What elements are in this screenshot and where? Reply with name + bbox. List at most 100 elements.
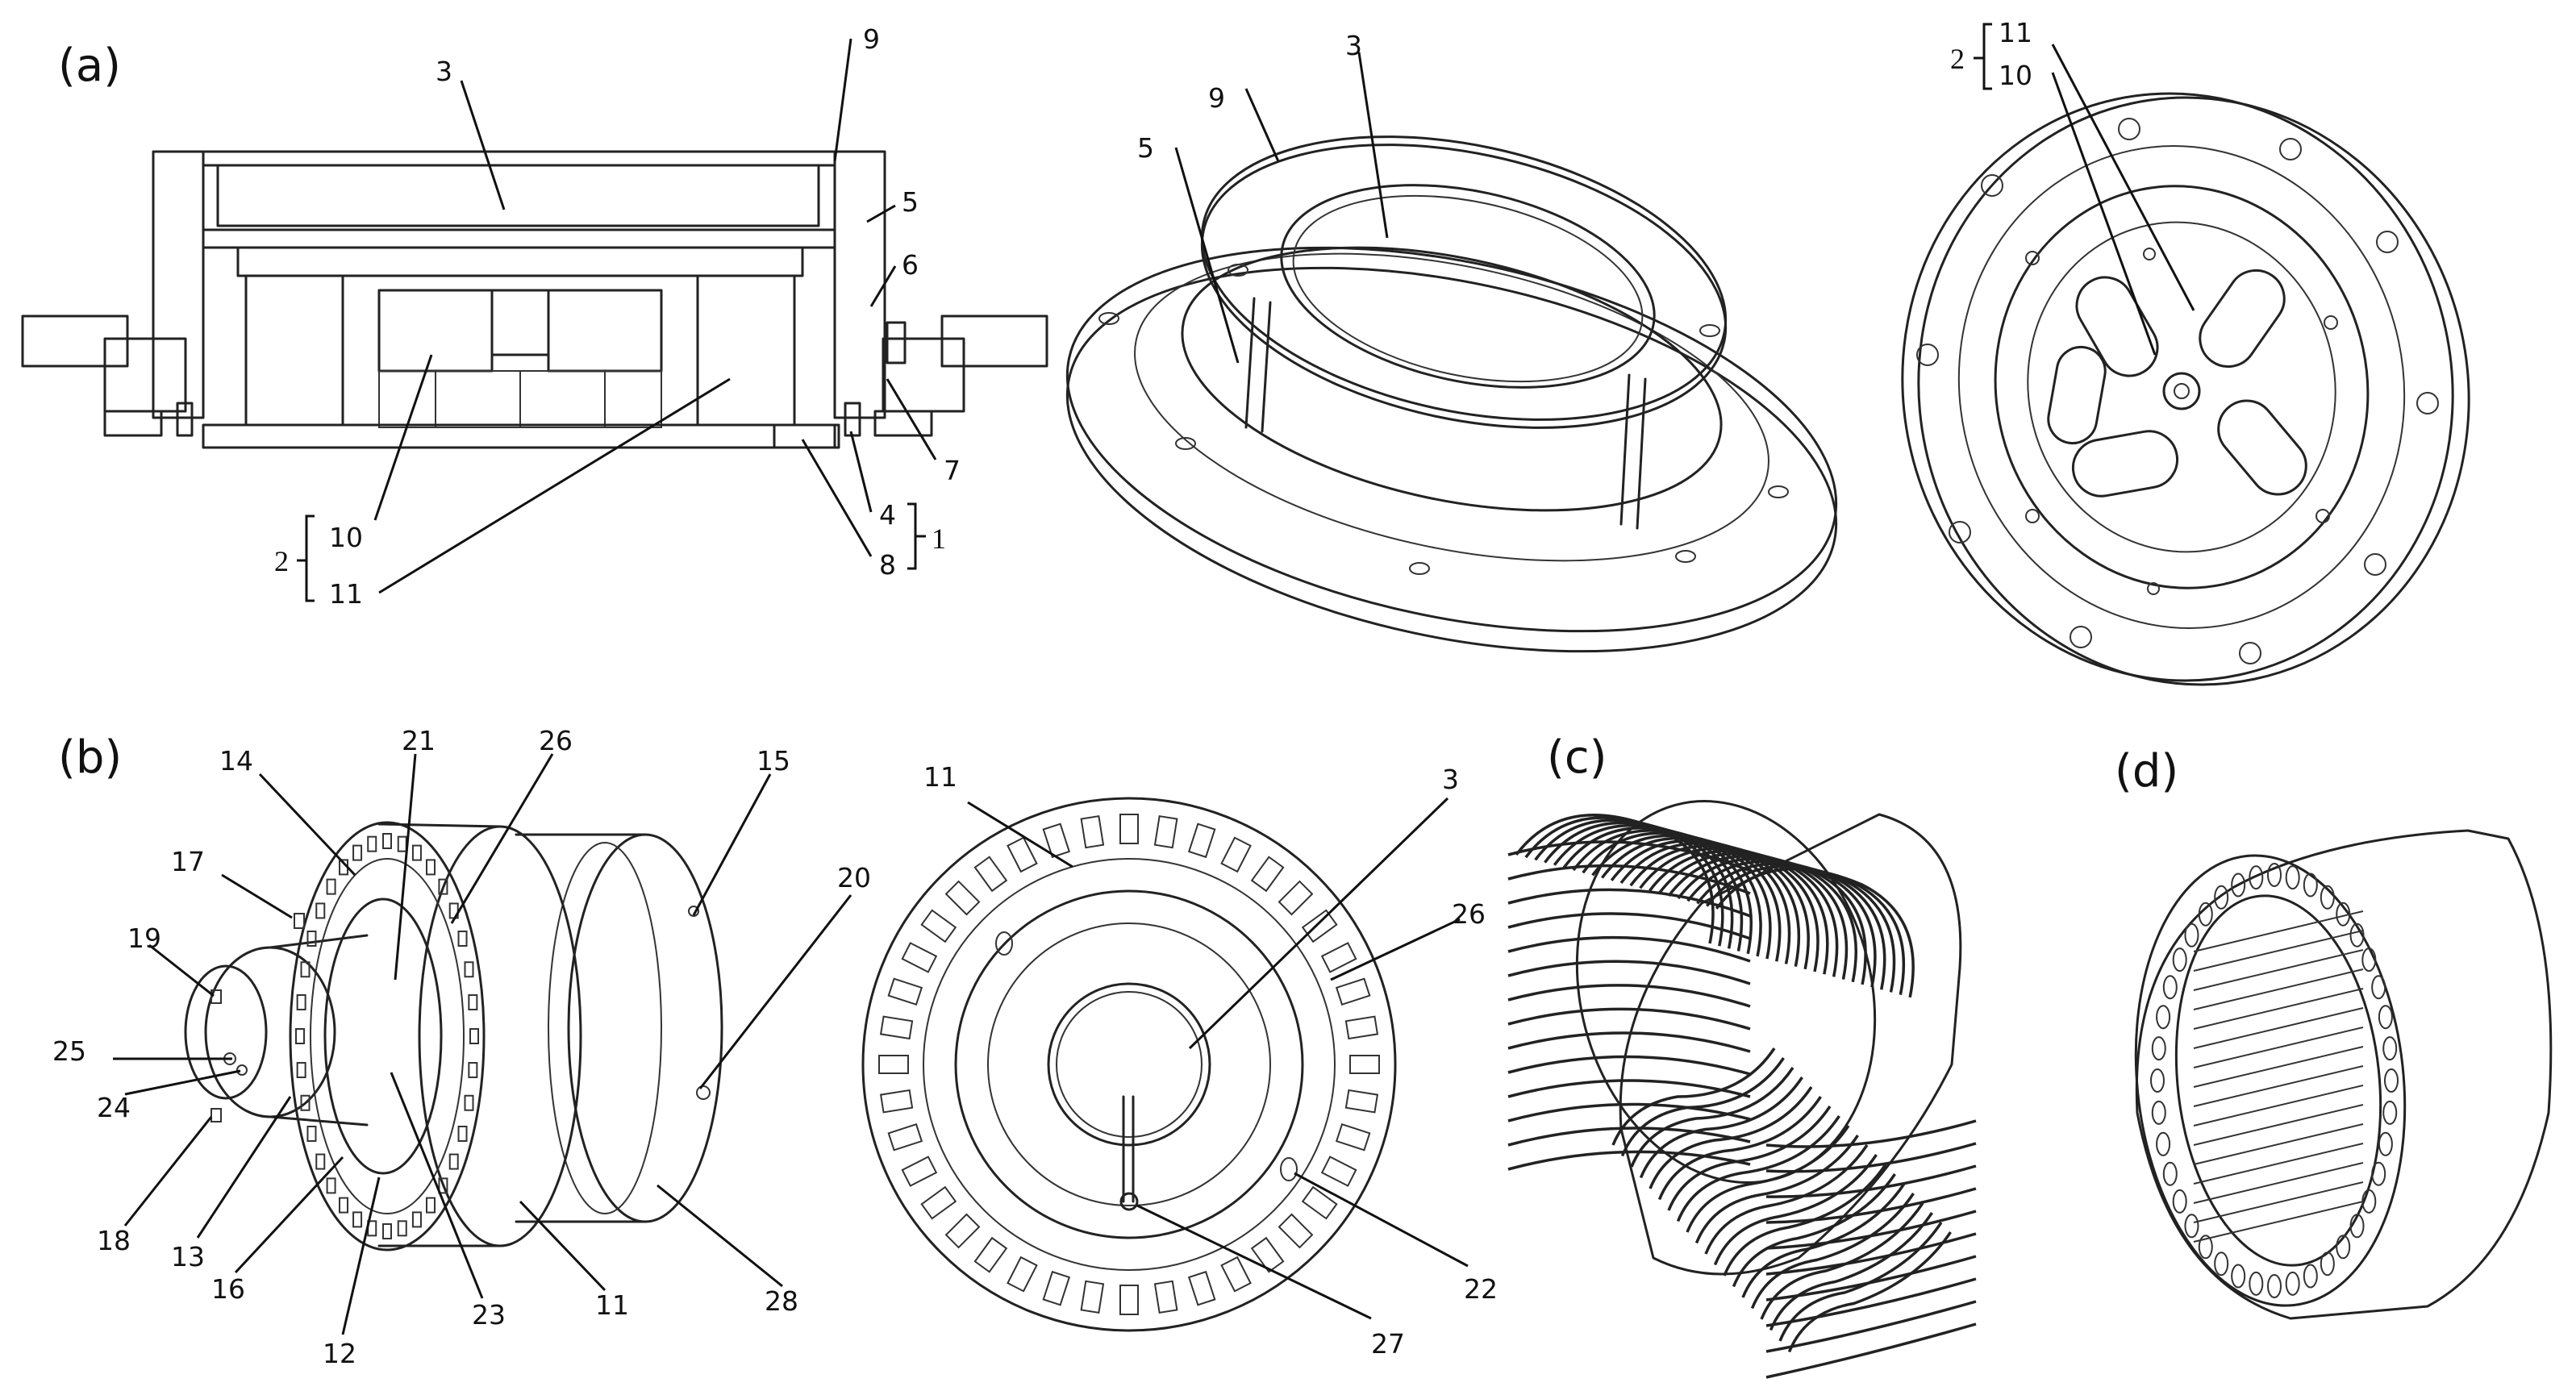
b-callout-17: 17 xyxy=(171,846,205,877)
coil-wire xyxy=(1676,1115,1840,1222)
coil-wire xyxy=(1507,912,1751,940)
coil-wire xyxy=(1507,1150,1751,1171)
slot-mark xyxy=(901,1156,938,1187)
slot-mark xyxy=(1250,856,1285,893)
slot-mark xyxy=(2184,1214,2199,1239)
slot-mark xyxy=(1349,1055,1380,1074)
hatch-line xyxy=(2193,910,2364,952)
panel-a-iso: 9 3 5 xyxy=(1065,30,1838,653)
slot-mark xyxy=(2267,863,2282,887)
hatch-line xyxy=(2193,1046,2364,1088)
slot-mark xyxy=(1220,1256,1252,1293)
slot-mark xyxy=(352,1211,363,1228)
slot-mark xyxy=(438,878,448,895)
coil-wire xyxy=(1507,1031,1751,1053)
coil-wire xyxy=(1686,1125,1850,1233)
callout-10: 10 xyxy=(329,522,363,553)
b-callout-16: 16 xyxy=(211,1273,245,1305)
coil-wire xyxy=(1787,1231,1952,1353)
slot-mark xyxy=(1320,942,1357,973)
hatch-line xyxy=(2193,1181,2364,1223)
slot-mark xyxy=(1344,1015,1379,1040)
slot-mark xyxy=(887,977,923,1006)
slot-mark xyxy=(2156,1131,2171,1156)
coil-wire xyxy=(1765,1142,1977,1173)
coil-wire xyxy=(1507,1079,1751,1098)
slot-mark xyxy=(2184,922,2199,947)
coil-wire xyxy=(1667,1106,1832,1211)
slot-mark xyxy=(295,1028,305,1044)
slot-mark xyxy=(315,902,326,919)
slot-mark xyxy=(973,856,1008,893)
slot-mark xyxy=(2285,1271,2300,1296)
hatch-line xyxy=(2193,1201,2364,1243)
slot-mark xyxy=(2231,1264,2246,1289)
coil-wire xyxy=(1507,888,1751,918)
slot-mark xyxy=(1153,814,1178,849)
coil-wire xyxy=(1507,864,1751,895)
slot-mark xyxy=(1042,823,1071,859)
slot-mark xyxy=(1153,1280,1178,1314)
callout-9: 9 xyxy=(863,23,880,55)
coil-wire xyxy=(1507,1007,1751,1031)
iso-callout-5: 5 xyxy=(1137,132,1154,164)
slot-mark xyxy=(1187,1270,1216,1306)
hatch-line xyxy=(2193,1065,2364,1107)
callout-2: 2 xyxy=(274,545,289,577)
slot-mark xyxy=(300,1094,311,1111)
coil-wire xyxy=(1765,1187,1977,1224)
iso-callout-3: 3 xyxy=(1345,30,1362,61)
slot-mark xyxy=(944,880,981,916)
slot-mark xyxy=(468,993,478,1010)
coil-wire xyxy=(1713,1154,1878,1266)
slot-mark xyxy=(1344,1089,1379,1114)
coil-wire xyxy=(1765,1164,1977,1198)
callout-4: 4 xyxy=(879,499,896,531)
slot-mark xyxy=(2371,1161,2386,1186)
coil-wire xyxy=(1507,1055,1751,1076)
slot-mark xyxy=(2303,872,2318,897)
slot-mark xyxy=(382,1223,392,1239)
panel-c-wound-stator: (c) xyxy=(1507,731,1977,1379)
slot-mark xyxy=(2249,865,2264,890)
slot-mark xyxy=(438,1177,448,1194)
b-callout-18: 18 xyxy=(97,1225,131,1256)
slot-mark xyxy=(1250,1236,1285,1273)
slot-mark xyxy=(397,835,407,852)
coil-wire xyxy=(1778,1222,1943,1342)
slot-mark xyxy=(296,993,306,1010)
coil-wire xyxy=(1630,1067,1794,1168)
slot-mark xyxy=(879,1015,914,1040)
callout-3: 3 xyxy=(436,56,452,87)
slot-mark xyxy=(469,1028,479,1044)
coil-wire xyxy=(1649,1086,1813,1189)
coil-wire xyxy=(1765,1277,1977,1327)
slot-mark xyxy=(457,1126,468,1142)
slot-mark xyxy=(1220,836,1252,873)
hatch-line xyxy=(2193,1143,2364,1185)
callout-11: 11 xyxy=(329,578,363,610)
slot-mark xyxy=(2361,947,2377,972)
coil-wire xyxy=(1611,1047,1776,1146)
slot-mark xyxy=(1301,909,1338,943)
coil-wire xyxy=(1750,1193,1915,1310)
coil-wire xyxy=(1732,1173,1896,1288)
slot-mark xyxy=(397,1220,407,1237)
slot-mark xyxy=(2151,1100,2166,1125)
coil-wire xyxy=(1657,1096,1822,1201)
slot-mark xyxy=(2198,902,2213,927)
iso-callout-9: 9 xyxy=(1208,82,1225,114)
slot-mark xyxy=(2162,1161,2178,1186)
coil-wire xyxy=(1765,1300,1977,1353)
coil-wire xyxy=(1765,1232,1977,1276)
slot-mark xyxy=(1080,1280,1105,1314)
coil-wire xyxy=(1741,1183,1906,1298)
slot-mark xyxy=(448,1153,459,1170)
coil-wire xyxy=(1765,1255,1977,1301)
slot-mark xyxy=(326,1177,336,1194)
coil-wire xyxy=(1620,1057,1785,1157)
slot-mark xyxy=(2172,1189,2187,1214)
callout-5: 5 xyxy=(902,186,919,218)
slot-mark xyxy=(464,961,474,978)
b-callout-20: 20 xyxy=(837,862,871,893)
